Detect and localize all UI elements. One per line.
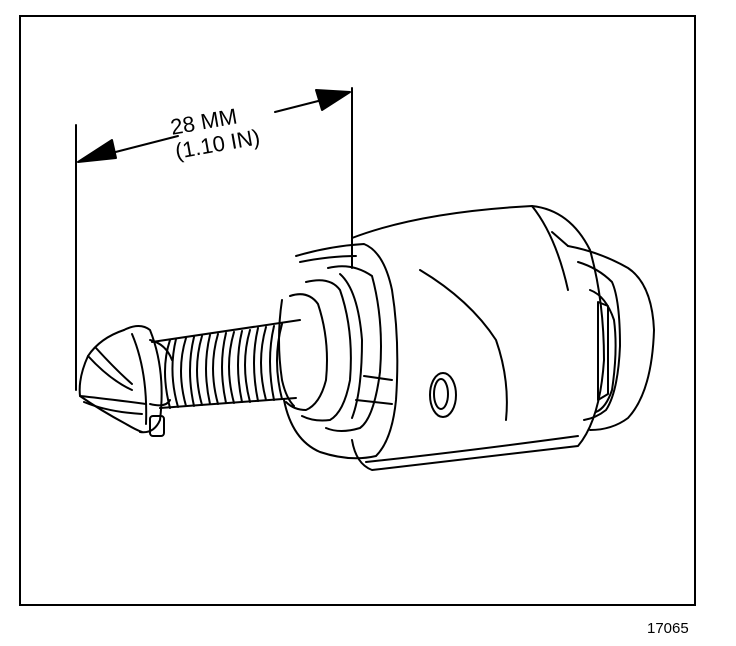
pintle-collar — [123, 325, 173, 437]
mounting-hole — [429, 372, 457, 418]
motor-body — [351, 205, 605, 471]
illustration-frame — [19, 15, 696, 606]
figure-number: 17065 — [647, 620, 689, 637]
dimension-arrow — [77, 89, 351, 163]
pintle-tip — [78, 329, 147, 433]
spring-stem — [151, 319, 301, 409]
mounting-flange — [283, 243, 457, 460]
valve-shoulder — [278, 265, 393, 432]
electrical-connector — [551, 231, 655, 431]
